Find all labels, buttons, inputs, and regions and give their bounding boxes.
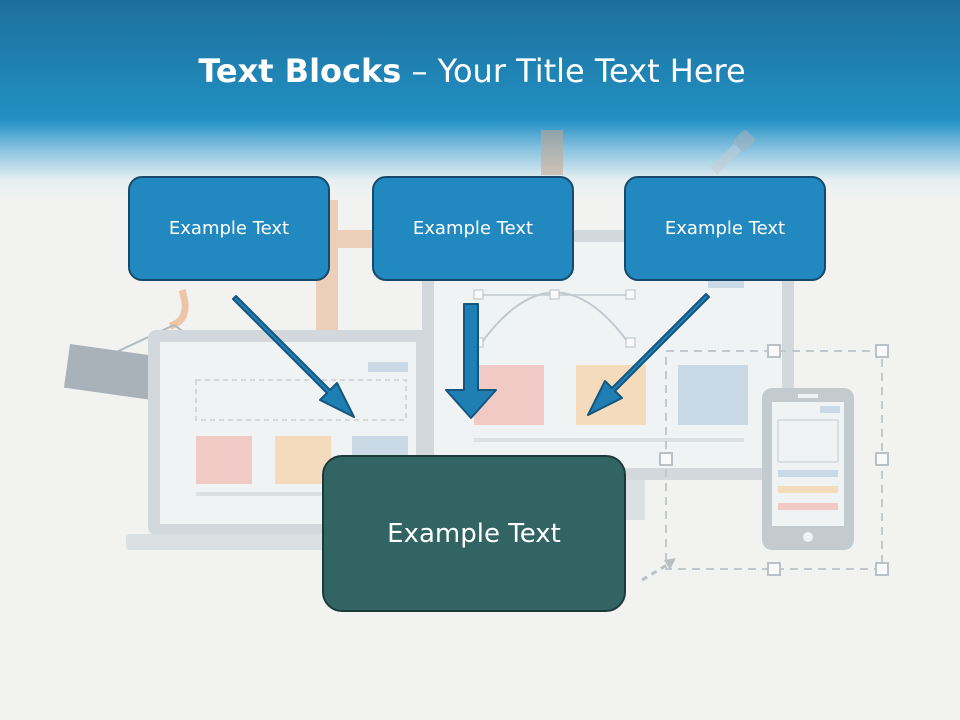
target-block: Example Text [322,455,626,612]
example-block-3: Example Text [624,176,826,281]
example-block-1-label: Example Text [168,218,290,239]
arrow-down-icon [445,303,497,419]
selection-frame-icon [641,344,889,582]
target-block-label: Example Text [387,518,561,549]
arrow-down-left-icon [587,293,710,416]
title-rest: Your Title Text Here [437,52,746,90]
example-block-2-label: Example Text [412,218,534,239]
example-block-2: Example Text [372,176,574,281]
title-separator: – [401,52,438,90]
title-bold: Text Blocks [198,52,402,90]
lamp-icon [541,130,563,175]
slide-title: Text Blocks – Your Title Text Here [0,52,944,90]
phone-icon [762,388,854,550]
example-block-3-label: Example Text [664,218,786,239]
header-band [0,0,960,200]
example-block-1: Example Text [128,176,330,281]
laptop-icon [126,330,446,550]
pipette-icon [710,130,755,175]
arrow-down-right-icon [232,295,355,418]
